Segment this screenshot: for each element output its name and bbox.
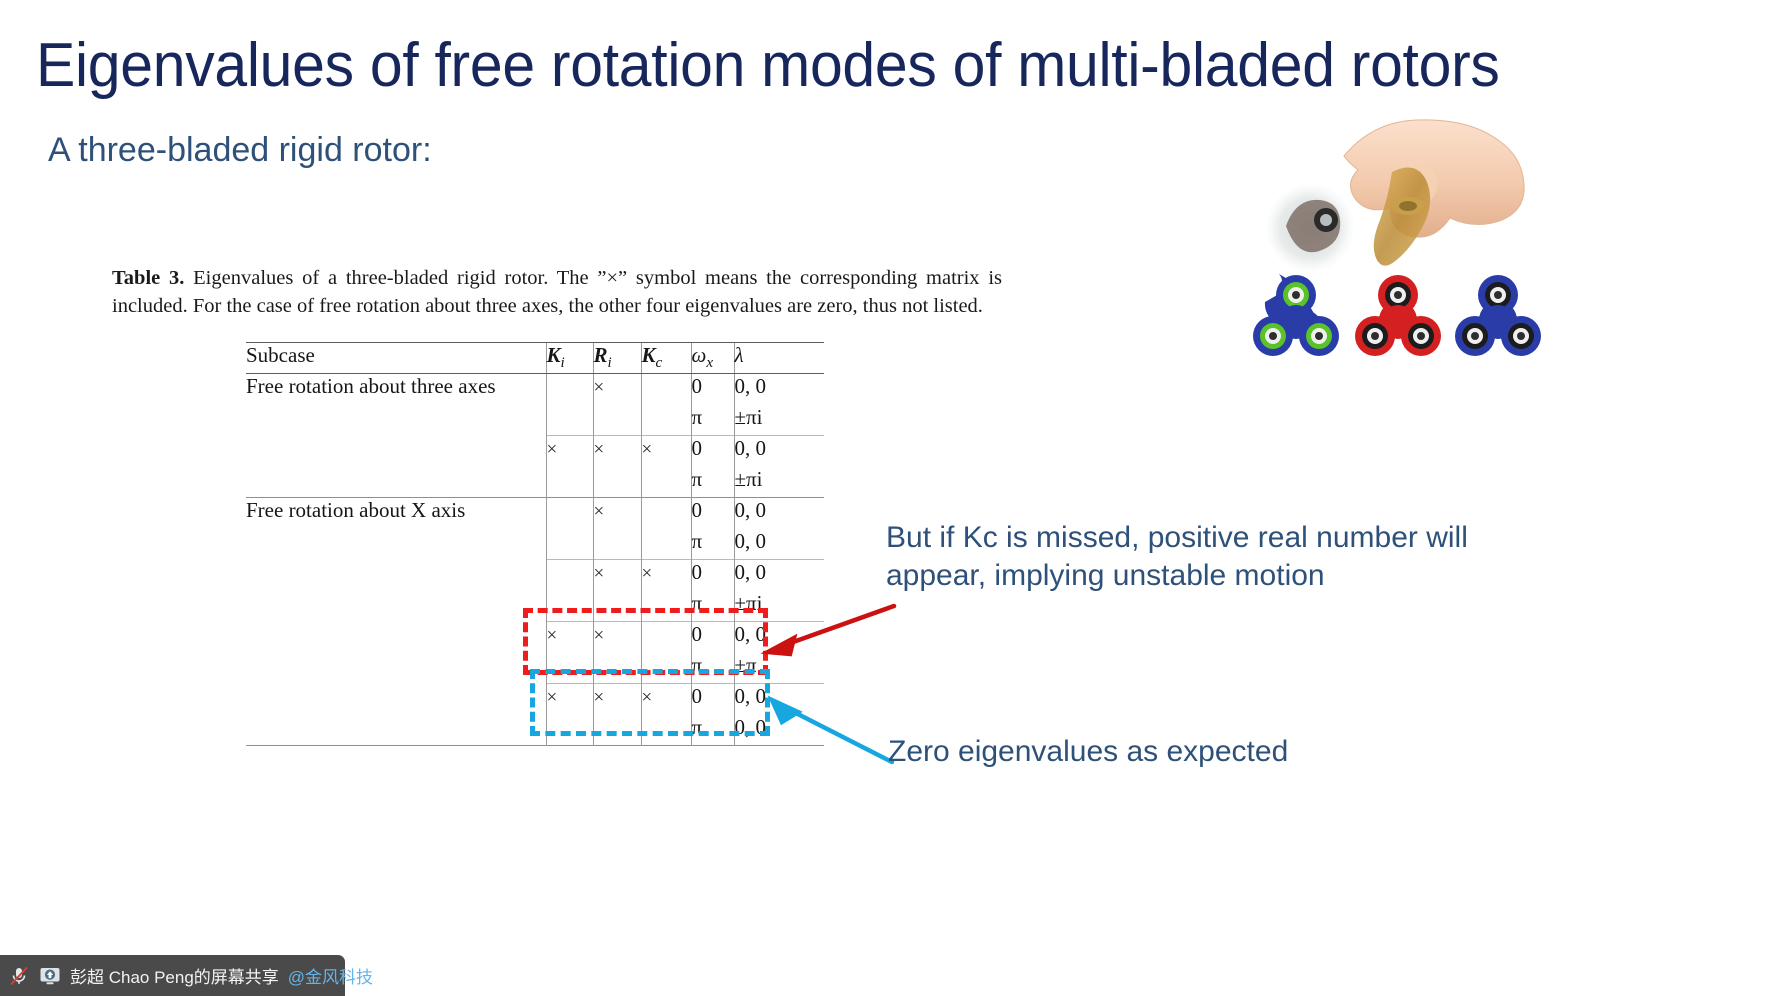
annotation-blue-text: Zero eigenvalues as expected: [888, 735, 1289, 768]
cell-lambda: 0, 0: [733, 559, 824, 591]
table-row: Free rotation about three axes × 0 0, 0: [246, 373, 824, 405]
col-header-ri: Ri: [592, 342, 641, 374]
cell-ki: [545, 528, 593, 560]
cell-omega-x: π: [690, 404, 734, 436]
cell-omega-x: 0: [690, 435, 734, 467]
cell-lambda: 0, 0: [733, 373, 824, 405]
cell-kc: [640, 652, 691, 684]
cell-kc: [640, 404, 691, 436]
group-label-three-axes: Free rotation about three axes: [246, 374, 496, 398]
cell-ki: [545, 590, 593, 622]
table-figure: Table 3. Eigenvalues of a three-bladed r…: [112, 264, 1012, 748]
cell-lambda: ±πi: [733, 404, 824, 436]
cell-omega-x: π: [690, 652, 734, 684]
cell-ki: ×: [545, 435, 593, 467]
cell-ri: ×: [592, 683, 641, 715]
cell-ri: ×: [592, 497, 641, 529]
hand-with-spinner: [1266, 119, 1525, 272]
table-row: π 0, 0: [246, 528, 824, 560]
cell-kc: [640, 714, 691, 746]
cell-omega-x: 0: [690, 683, 734, 715]
microphone-muted-icon[interactable]: [8, 965, 30, 987]
annotation-red-text: But if Kc is missed, positive real numbe…: [886, 521, 1468, 592]
cell-lambda: ±πi: [733, 466, 824, 498]
cell-lambda: 0, 0: [733, 435, 824, 467]
group-label-x-axis: Free rotation about X axis: [246, 497, 546, 746]
table-row-highlight-red: × × 0 0, 0: [246, 621, 824, 653]
screenshare-org-label: @金风科技: [287, 968, 374, 987]
table-header-row: Subcase Ki Ri Kc ωx λ: [246, 342, 824, 374]
cell-ri: [592, 714, 641, 746]
cell-kc: ×: [640, 683, 691, 715]
cell-omega-x: 0: [690, 621, 734, 653]
cell-ri: ×: [592, 435, 641, 467]
cell-ki: [545, 497, 593, 529]
cell-ri: ×: [592, 621, 641, 653]
slide-subtitle: A three-bladed rigid rotor:: [48, 131, 432, 169]
col-header-lambda: λ: [733, 342, 824, 374]
cell-ki: [545, 404, 593, 436]
table-row: π ±πi: [246, 466, 824, 498]
table-caption-text: Eigenvalues of a three-bladed rigid roto…: [112, 267, 1002, 317]
red-arrow: [760, 603, 897, 657]
screenshare-owner-label: 彭超 Chao Peng的屏幕共享: [70, 968, 279, 987]
eigenvalue-table-wrapper: Subcase Ki Ri Kc ωx λ Free rotation abou…: [246, 342, 824, 748]
cell-ki: [545, 714, 593, 746]
cell-kc: [640, 590, 691, 622]
cell-ri: [592, 528, 641, 560]
spinner-row: [1253, 274, 1541, 356]
cell-ri: [592, 590, 641, 622]
cell-ri: [592, 466, 641, 498]
table-row: × × × 0 0, 0: [246, 435, 824, 467]
cell-ki: [545, 652, 593, 684]
cell-ki: ×: [545, 683, 593, 715]
table-caption-label: Table 3.: [112, 267, 185, 289]
cell-kc: ×: [640, 435, 691, 467]
cell-omega-x: 0: [690, 373, 734, 405]
cell-omega-x: 0: [690, 497, 734, 529]
screen-share-icon[interactable]: [39, 966, 61, 986]
eigenvalue-table: Subcase Ki Ri Kc ωx λ Free rotation abou…: [246, 342, 824, 748]
cell-ki: [545, 559, 593, 591]
fidget-spinner-photo: [1248, 108, 1548, 370]
table-bottom-rule: [246, 745, 824, 748]
page-title: Eigenvalues of free rotation modes of mu…: [36, 31, 1500, 100]
cell-omega-x: π: [690, 590, 734, 622]
table-row-highlight-blue: × × × 0 0, 0: [246, 683, 824, 715]
cell-kc: [640, 621, 691, 653]
col-header-ki: Ki: [545, 342, 593, 374]
cell-kc: [640, 497, 691, 529]
table-row: π ±πi: [246, 404, 824, 436]
cell-omega-x: 0: [690, 559, 734, 591]
col-header-subcase: Subcase: [246, 342, 546, 374]
zoom-screenshare-taskbar[interactable]: 彭超 Chao Peng的屏幕共享 @金风科技: [0, 955, 373, 996]
col-header-kc: Kc: [640, 342, 691, 374]
cell-ki: ×: [545, 621, 593, 653]
cell-kc: [640, 466, 691, 498]
table-row: Free rotation about X axis × 0 0, 0: [246, 497, 824, 746]
cell-omega-x: π: [690, 528, 734, 560]
blue-arrow: [767, 695, 895, 765]
cell-lambda: 0, 0: [733, 528, 824, 560]
cell-ri: ×: [592, 559, 641, 591]
cell-lambda: 0, 0: [733, 497, 824, 529]
table-row: × × 0 0, 0: [246, 559, 824, 591]
cell-ri: [592, 404, 641, 436]
cell-kc: ×: [640, 559, 691, 591]
cell-ki: [545, 373, 593, 405]
cell-kc: [640, 373, 691, 405]
cell-omega-x: π: [690, 466, 734, 498]
cell-omega-x: π: [690, 714, 734, 746]
cell-ri: ×: [592, 373, 641, 405]
cell-ri: [592, 652, 641, 684]
table-caption: Table 3. Eigenvalues of a three-bladed r…: [112, 264, 1002, 320]
cell-ki: [545, 466, 593, 498]
cell-kc: [640, 528, 691, 560]
col-header-omega-x: ωx: [690, 342, 734, 374]
